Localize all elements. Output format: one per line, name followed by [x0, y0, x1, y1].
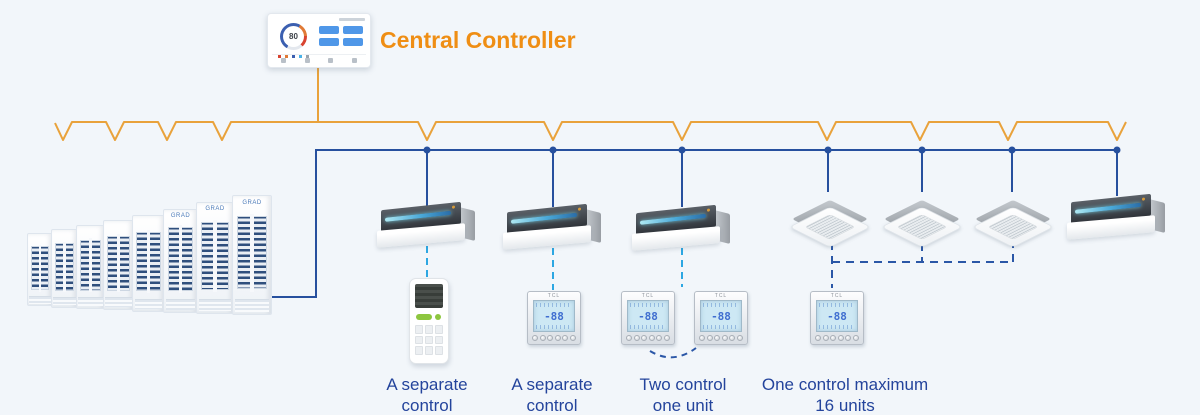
- outdoor-cabinet: [103, 220, 134, 310]
- mode-indicator-row: [278, 55, 309, 58]
- cassette-indoor-unit: [783, 192, 877, 248]
- wall-thermostat: TCL -88: [694, 291, 748, 345]
- handheld-remote: [409, 278, 449, 364]
- air-outlet: [640, 213, 706, 226]
- remote-lcd: [415, 284, 443, 308]
- controller-nav-bar: [272, 54, 366, 65]
- brand-logo: GRAD: [170, 213, 191, 220]
- caption-separate-control-1: A separate control: [386, 375, 468, 415]
- blue-bus-line: [262, 149, 1118, 298]
- remote-power-button: [435, 314, 441, 320]
- status-bar: [339, 18, 365, 21]
- cassette-grille: [804, 214, 856, 240]
- thermostat-brand: TCL: [830, 293, 844, 299]
- outdoor-cabinet: GRAD: [232, 195, 272, 315]
- thermostat-display: -88: [544, 309, 564, 323]
- brand-logo: GRAD: [205, 206, 225, 213]
- thermostat-display: -88: [827, 309, 847, 323]
- temperature-gauge: 80: [280, 23, 307, 50]
- outdoor-cabinet: [27, 233, 53, 306]
- air-outlet: [385, 210, 451, 223]
- cassette-panel: [880, 206, 964, 248]
- dashed-group-network: [831, 242, 1014, 288]
- wall-thermostat: TCL -88: [527, 291, 581, 345]
- outdoor-cabinet: [132, 215, 165, 312]
- cassette-indoor-unit: [875, 192, 969, 248]
- ducted-indoor-unit: [632, 203, 732, 255]
- dashed-pair-arc: [649, 347, 697, 359]
- outdoor-cabinet: [76, 225, 105, 309]
- ducted-indoor-unit: [377, 200, 477, 252]
- thermostat-buttons: [699, 335, 743, 341]
- remote-button-grid: [415, 325, 443, 355]
- controller-button-grid: [319, 26, 363, 46]
- cassette-panel: [971, 206, 1055, 248]
- remote-mode-button: [416, 314, 432, 320]
- outdoor-cabinet: GRAD: [163, 209, 198, 313]
- air-outlet: [1075, 202, 1141, 215]
- gauge-value: 80: [289, 32, 298, 41]
- air-outlet: [511, 212, 577, 225]
- brand-logo: GRAD: [242, 199, 262, 206]
- thermostat-lcd: -88: [700, 300, 742, 332]
- thermostat-buttons: [815, 335, 859, 341]
- thermostat-brand: TCL: [714, 293, 728, 299]
- cassette-indoor-unit: [966, 192, 1060, 248]
- ducted-indoor-unit: [503, 202, 603, 254]
- thermostat-display: -88: [638, 309, 658, 323]
- central-controller-device: 80: [267, 13, 371, 68]
- thermostat-buttons: [626, 335, 670, 341]
- bus-junction-dots: [423, 146, 1121, 154]
- orange-trunk-line: [54, 121, 1127, 141]
- cassette-panel: [788, 206, 872, 248]
- wall-thermostat: TCL -88: [810, 291, 864, 345]
- thermostat-lcd: -88: [816, 300, 858, 332]
- thermostat-display: -88: [711, 309, 731, 323]
- ducted-indoor-unit: [1067, 192, 1167, 244]
- caption-two-control-one-unit: Two control one unit: [639, 375, 727, 415]
- thermostat-buttons: [532, 335, 576, 341]
- outdoor-cabinet: [51, 229, 78, 308]
- thermostat-brand: TCL: [547, 293, 561, 299]
- cassette-grille: [987, 214, 1039, 240]
- wall-thermostat: TCL -88: [621, 291, 675, 345]
- caption-one-control-sixteen-units: One control maximum 16 units: [761, 375, 929, 415]
- cassette-grille: [896, 214, 948, 240]
- central-controller-label: Central Controller: [380, 27, 576, 53]
- outdoor-cabinet: GRAD: [196, 202, 234, 314]
- thermostat-lcd: -88: [627, 300, 669, 332]
- thermostat-brand: TCL: [641, 293, 655, 299]
- caption-separate-control-2: A separate control: [511, 375, 593, 415]
- thermostat-lcd: -88: [533, 300, 575, 332]
